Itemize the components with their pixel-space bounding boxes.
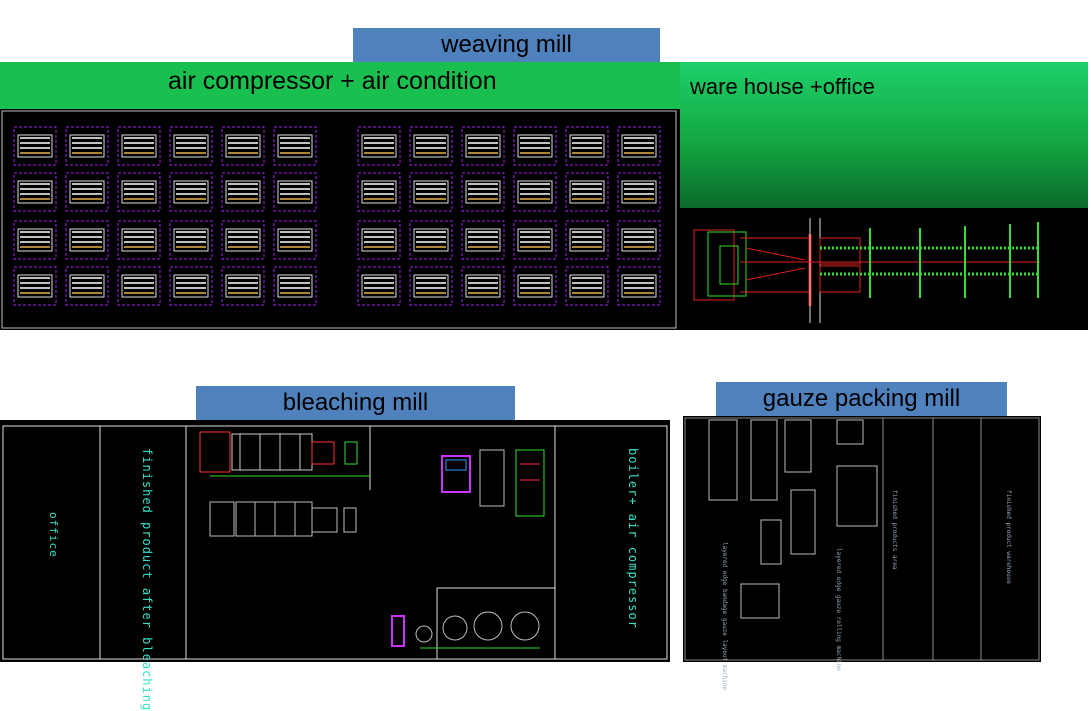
loom-machine [617, 266, 661, 306]
loom-machine [65, 220, 109, 260]
loom-machine [461, 266, 505, 306]
gauze-packing-label: gauze packing mill [716, 382, 1007, 416]
gauze-drawing [684, 417, 1040, 661]
loom-machine [221, 220, 265, 260]
weaving-mill-layout [0, 109, 680, 330]
bleaching-mill-label: bleaching mill [196, 386, 515, 420]
loom-machine [565, 266, 609, 306]
loom-machine [117, 220, 161, 260]
warehouse-text: ware house +office [690, 74, 875, 99]
loom-machine [13, 220, 57, 260]
weaving-looms-drawing [1, 110, 677, 329]
air-compressor-text: air compressor + air condition [168, 67, 497, 95]
loom-machine [461, 126, 505, 166]
bleaching-drawing [2, 425, 668, 660]
loom-machine [513, 172, 557, 212]
boiler-area-label: boiler+ air compressor [626, 448, 640, 629]
gauze-packing-text: gauze packing mill [762, 385, 961, 412]
loom-machine [221, 172, 265, 212]
loom-machine [357, 266, 401, 306]
loom-machine [169, 172, 213, 212]
loom-machine [221, 266, 265, 306]
loom-machine [461, 172, 505, 212]
loom-machine [357, 126, 401, 166]
gauze-packing-layout: layered edge bandage gauze layout machin… [683, 416, 1041, 690]
warehouse-band: ware house +office [680, 62, 1088, 208]
gauze-col4-label: finished product warehouse [1005, 490, 1012, 584]
loom-machine [617, 220, 661, 260]
loom-machine [409, 220, 453, 260]
bleaching-mill-text: bleaching mill [282, 389, 429, 416]
weaving-mill-label: weaving mill [353, 28, 660, 62]
office-area-label: office [47, 512, 60, 558]
loom-machine [565, 126, 609, 166]
loom-machine [565, 172, 609, 212]
air-compressor-band: air compressor + air condition [0, 62, 680, 109]
loom-machine [357, 172, 401, 212]
loom-machine [617, 172, 661, 212]
loom-machine [273, 172, 317, 212]
loom-machine [513, 266, 557, 306]
loom-machine [169, 266, 213, 306]
loom-machine [65, 172, 109, 212]
warehouse-layout [680, 208, 1088, 330]
loom-machine [513, 126, 557, 166]
weaving-mill-text: weaving mill [441, 31, 572, 58]
loom-machine [117, 126, 161, 166]
warehouse-drawing [693, 218, 1040, 323]
finished-product-area-label: finished product after bleaching [140, 448, 154, 711]
loom-machine [617, 126, 661, 166]
gauze-col2-label: layered edge gauze rolling machine [835, 548, 842, 671]
gauze-col1-label: layered edge bandage gauze layout machin… [721, 542, 728, 691]
loom-machine [169, 220, 213, 260]
loom-machine [221, 126, 265, 166]
loom-machine [169, 126, 213, 166]
loom-machine [409, 126, 453, 166]
bleaching-mill-layout: office finished product after bleaching … [0, 420, 670, 711]
loom-machine [117, 172, 161, 212]
loom-machine [13, 126, 57, 166]
loom-machine [461, 220, 505, 260]
loom-machine [513, 220, 557, 260]
loom-machine [565, 220, 609, 260]
loom-machine [357, 220, 401, 260]
loom-machine [117, 266, 161, 306]
loom-machine [65, 126, 109, 166]
loom-machine [13, 266, 57, 306]
loom-machine [273, 266, 317, 306]
loom-machine [409, 172, 453, 212]
loom-machine [65, 266, 109, 306]
loom-machine [13, 172, 57, 212]
loom-machine [273, 126, 317, 166]
loom-machine [273, 220, 317, 260]
gauze-col3-label: finished products area [891, 490, 898, 570]
loom-machine [409, 266, 453, 306]
